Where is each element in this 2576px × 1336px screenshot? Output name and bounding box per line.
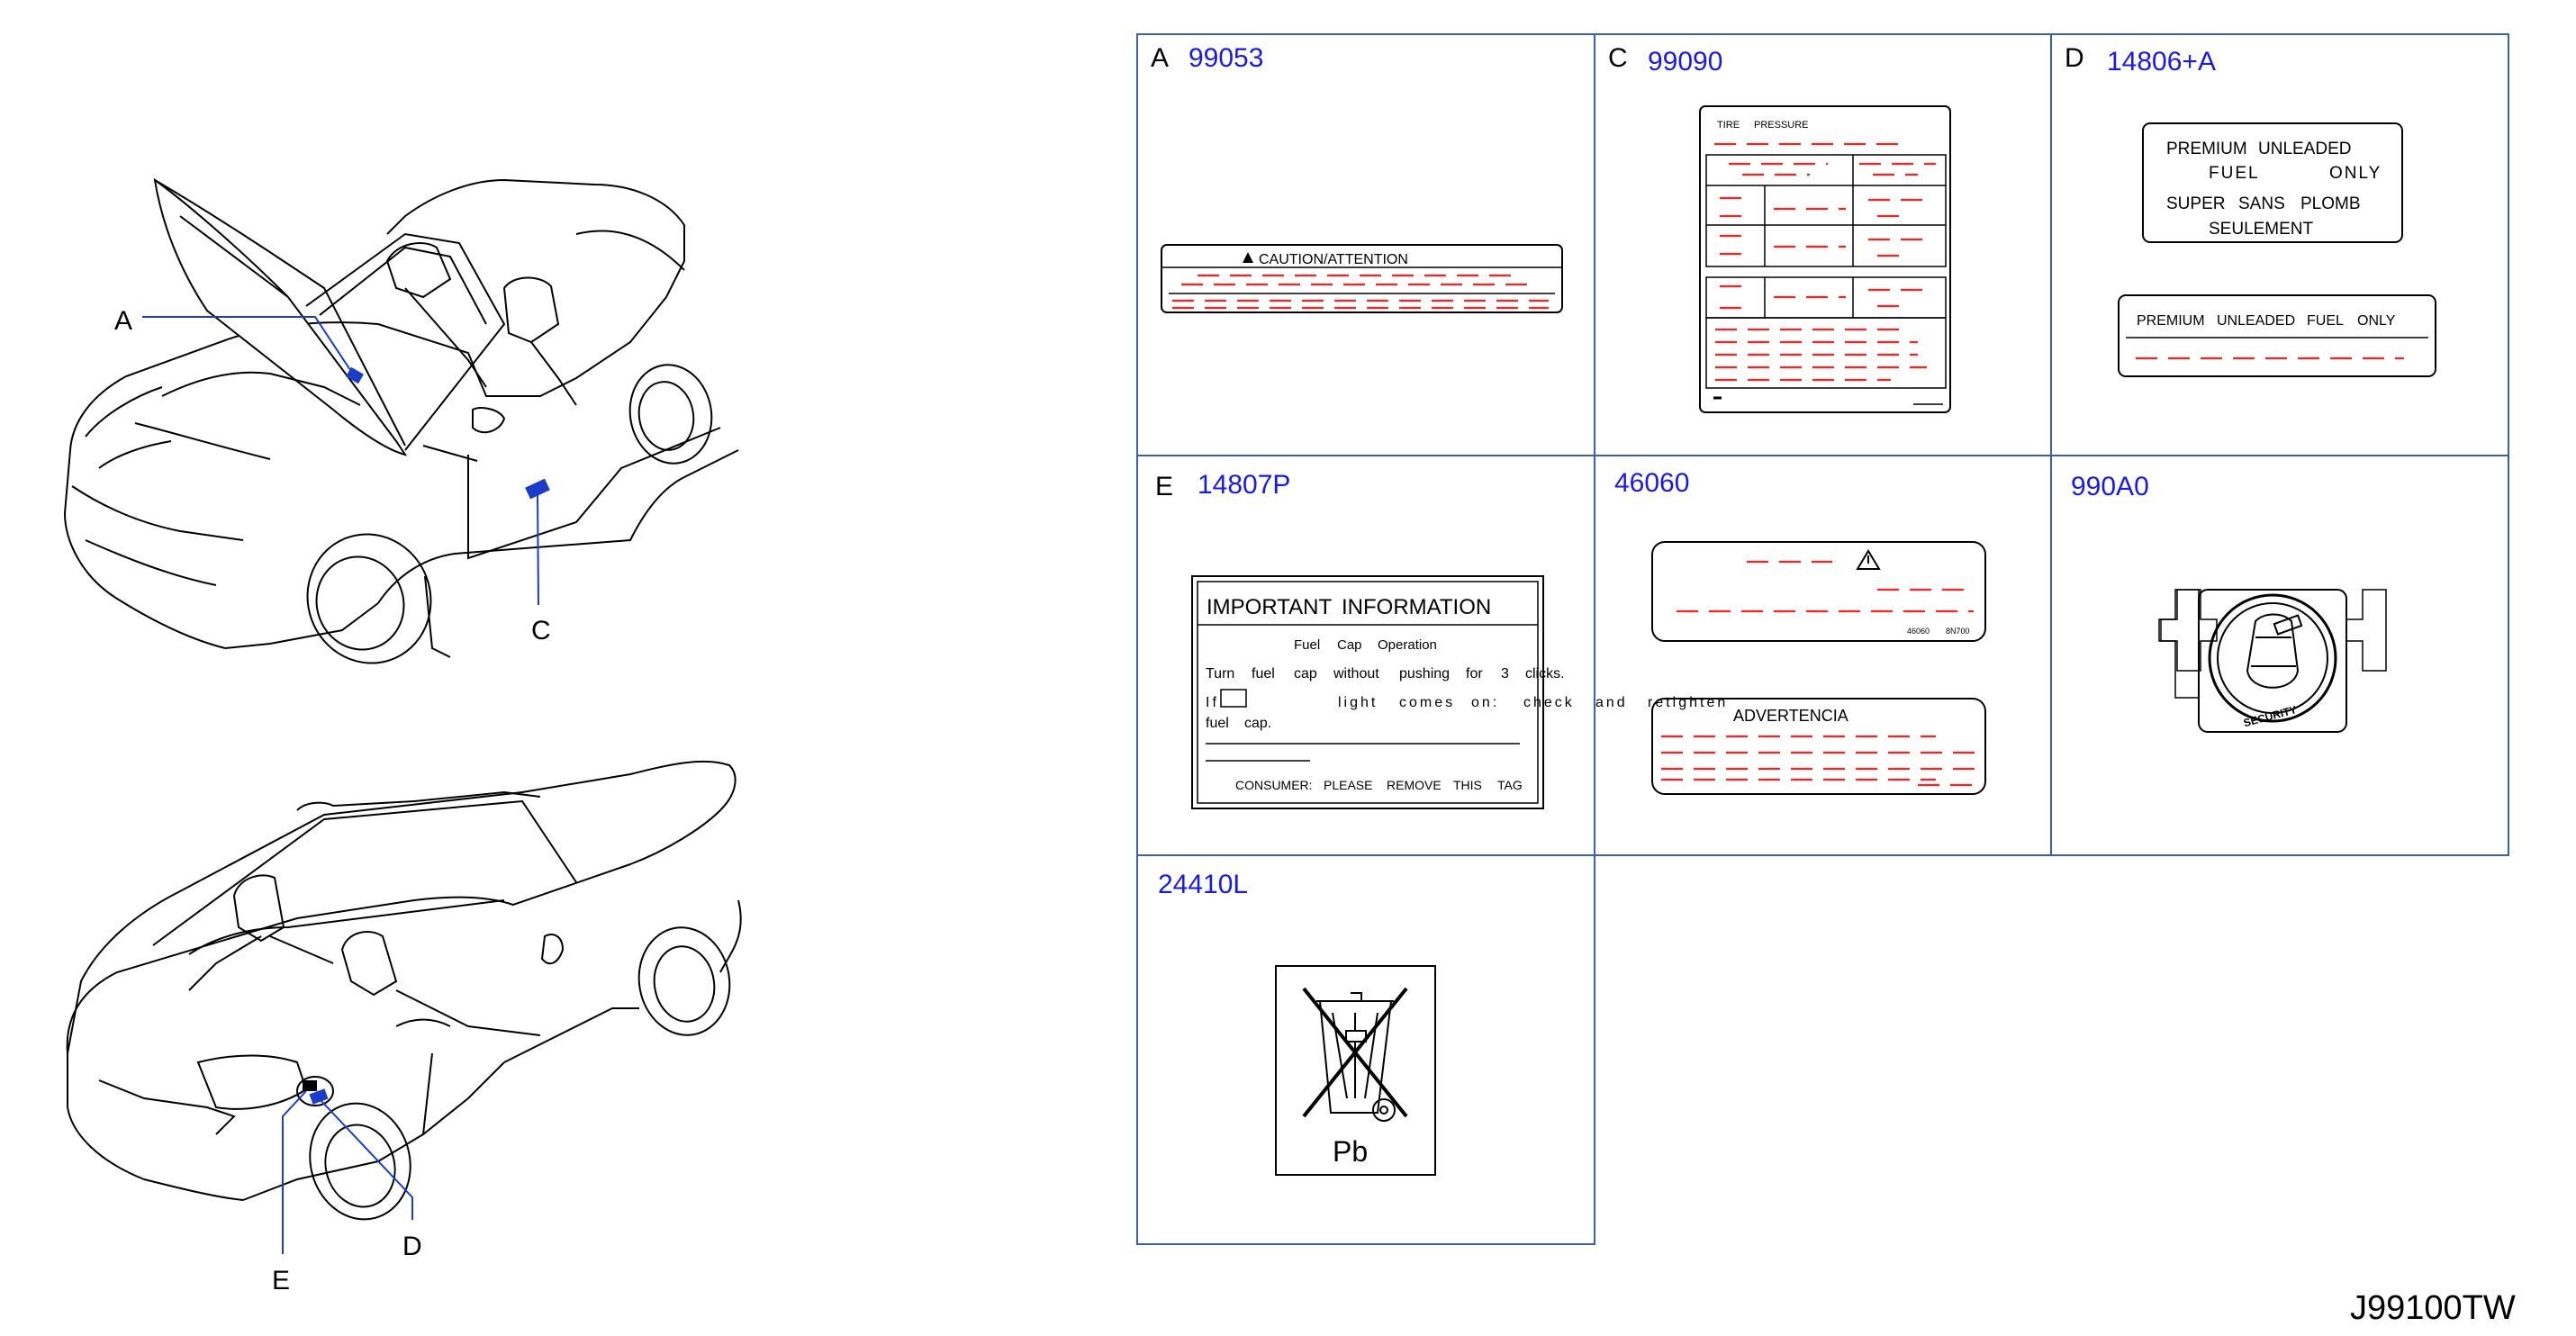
text-check: check xyxy=(1523,695,1575,710)
text-information: INFORMATION xyxy=(1342,595,1491,619)
callout-a: A xyxy=(114,306,132,336)
text-remove: REMOVE xyxy=(1387,778,1442,792)
text-seulement: SEULEMENT xyxy=(2209,220,2314,239)
callout-d: D xyxy=(402,1232,422,1261)
text-premium-2: PREMIUM xyxy=(2137,313,2205,329)
car-bottom-illustration xyxy=(66,760,742,1221)
cell-e: E 14807P IMPORTANT INFORMATION Fuel Cap … xyxy=(1155,470,1728,809)
label-marker-c xyxy=(525,478,550,500)
pressure-text: PRESSURE xyxy=(1754,120,1809,131)
text-unleaded-2: UNLEADED xyxy=(2217,313,2295,329)
text-this: THIS xyxy=(1453,778,1482,792)
text-cap: Cap xyxy=(1337,637,1362,653)
text-pb: Pb xyxy=(1333,1135,1368,1168)
text-cap-l3: cap. xyxy=(1244,716,1271,731)
cell-24410l: 24410L Pb xyxy=(1158,870,1436,1176)
text-consumer: CONSUMER: xyxy=(1235,778,1313,792)
part-number-14807p: 14807P xyxy=(1198,470,1290,500)
part-number-99053: 99053 xyxy=(1189,43,1263,73)
car-top-illustration xyxy=(63,177,739,664)
part-number-99090: 99090 xyxy=(1648,47,1722,77)
crossed-bin-icon xyxy=(1302,987,1408,1122)
text-fuel: Fuel xyxy=(1294,637,1320,653)
callout-c: C xyxy=(531,616,551,645)
leader-line-d xyxy=(320,1099,413,1220)
text-light: light xyxy=(1338,695,1378,710)
security-label: SECURITY xyxy=(2158,589,2387,733)
text-clicks: clicks. xyxy=(1525,666,1565,682)
text-46060-small: 46060 xyxy=(1907,627,1930,636)
text-only: ONLY xyxy=(2329,164,2382,183)
fuel-cap-warning-light-icon xyxy=(1220,689,1247,708)
text-sans: SANS xyxy=(2238,194,2285,213)
caution-attention-text: CAUTION/ATTENTION xyxy=(1259,252,1408,267)
text-on: on: xyxy=(1471,695,1499,710)
cell-d: D 14806+A PREMIUM UNLEADED FUEL ONLY SUP… xyxy=(2065,43,2436,377)
callout-markers-top xyxy=(142,316,550,606)
battery-disposal-label: Pb xyxy=(1275,965,1436,1176)
cell-a: A 99053 CAUTION/ATTENTION xyxy=(1151,43,1563,313)
cell-e-letter: E xyxy=(1155,472,1173,501)
text-plomb: PLOMB xyxy=(2300,194,2361,213)
tire-text: TIRE xyxy=(1717,120,1740,131)
text-security: SECURITY xyxy=(2242,703,2298,729)
text-super: SUPER xyxy=(2166,194,2225,213)
text-without: without xyxy=(1333,666,1379,682)
advertencia-label: ADVERTENCIA xyxy=(1651,698,1986,795)
leader-line-e xyxy=(282,1090,307,1254)
text-important: IMPORTANT xyxy=(1207,595,1332,619)
text-for: for xyxy=(1466,666,1483,682)
text-operation: Operation xyxy=(1378,637,1437,653)
text-comes: comes xyxy=(1399,695,1455,710)
text-retighten: retighten xyxy=(1648,695,1728,710)
important-information-label: IMPORTANT INFORMATION Fuel Cap Operation… xyxy=(1191,575,1728,809)
cell-c: C 99090 TIRE PRESSURE xyxy=(1608,43,1951,413)
caution-attention-label: CAUTION/ATTENTION xyxy=(1161,244,1563,313)
tire-pressure-label: TIRE PRESSURE xyxy=(1699,105,1951,413)
part-number-24410l: 24410L xyxy=(1158,870,1248,899)
part-number-14806a: 14806+A xyxy=(2107,47,2216,77)
text-advertencia: ADVERTENCIA xyxy=(1733,707,1848,725)
premium-unleaded-label-lower: PREMIUM UNLEADED FUEL ONLY xyxy=(2118,294,2436,377)
text-unleaded: UNLEADED xyxy=(2258,140,2351,158)
cell-46060: 46060 46060 8N700 ADVERTENCIA xyxy=(1614,468,1986,795)
callout-markers-bottom xyxy=(282,1076,413,1254)
text-premium: PREMIUM xyxy=(2166,140,2247,158)
part-number-46060: 46060 xyxy=(1614,468,1689,498)
text-pushing: pushing xyxy=(1399,666,1450,682)
part-number-990a0: 990A0 xyxy=(2071,472,2149,501)
callout-e: E xyxy=(272,1266,290,1295)
cell-990a0: 990A0 SECURITY xyxy=(2071,472,2387,733)
brake-warning-label: 46060 8N700 xyxy=(1651,541,1986,642)
cell-d-letter: D xyxy=(2065,43,2084,73)
text-fuel-l3: fuel xyxy=(1206,716,1229,731)
text-please: PLEASE xyxy=(1324,778,1372,792)
cell-c-letter: C xyxy=(1608,43,1628,73)
label-marker-e xyxy=(303,1080,317,1091)
leader-line-a xyxy=(142,316,355,376)
text-cap-l1: cap xyxy=(1294,666,1317,682)
drawing-id: J99100TW xyxy=(2350,1289,2516,1327)
text-fuel-2: FUEL xyxy=(2307,313,2344,329)
text-8n700: 8N700 xyxy=(1946,627,1970,636)
warning-triangle-icon xyxy=(1243,252,1253,263)
text-fuel: FUEL xyxy=(2209,164,2260,183)
text-fuel-l1: fuel xyxy=(1252,666,1275,682)
text-only-2: ONLY xyxy=(2357,313,2396,329)
text-turn: Turn xyxy=(1206,666,1234,682)
premium-unleaded-label-upper: PREMIUM UNLEADED FUEL ONLY SUPER SANS PL… xyxy=(2142,122,2403,243)
label-grid xyxy=(1136,33,2509,1245)
text-and: and xyxy=(1595,695,1628,710)
text-tag: TAG xyxy=(1497,778,1523,792)
label-marker-d xyxy=(309,1088,329,1105)
text-3: 3 xyxy=(1501,666,1509,682)
cell-a-letter: A xyxy=(1151,43,1169,73)
security-emblem-icon xyxy=(2208,593,2337,723)
warning-triangle-icon xyxy=(1856,549,1881,570)
text-if: If xyxy=(1206,695,1219,710)
